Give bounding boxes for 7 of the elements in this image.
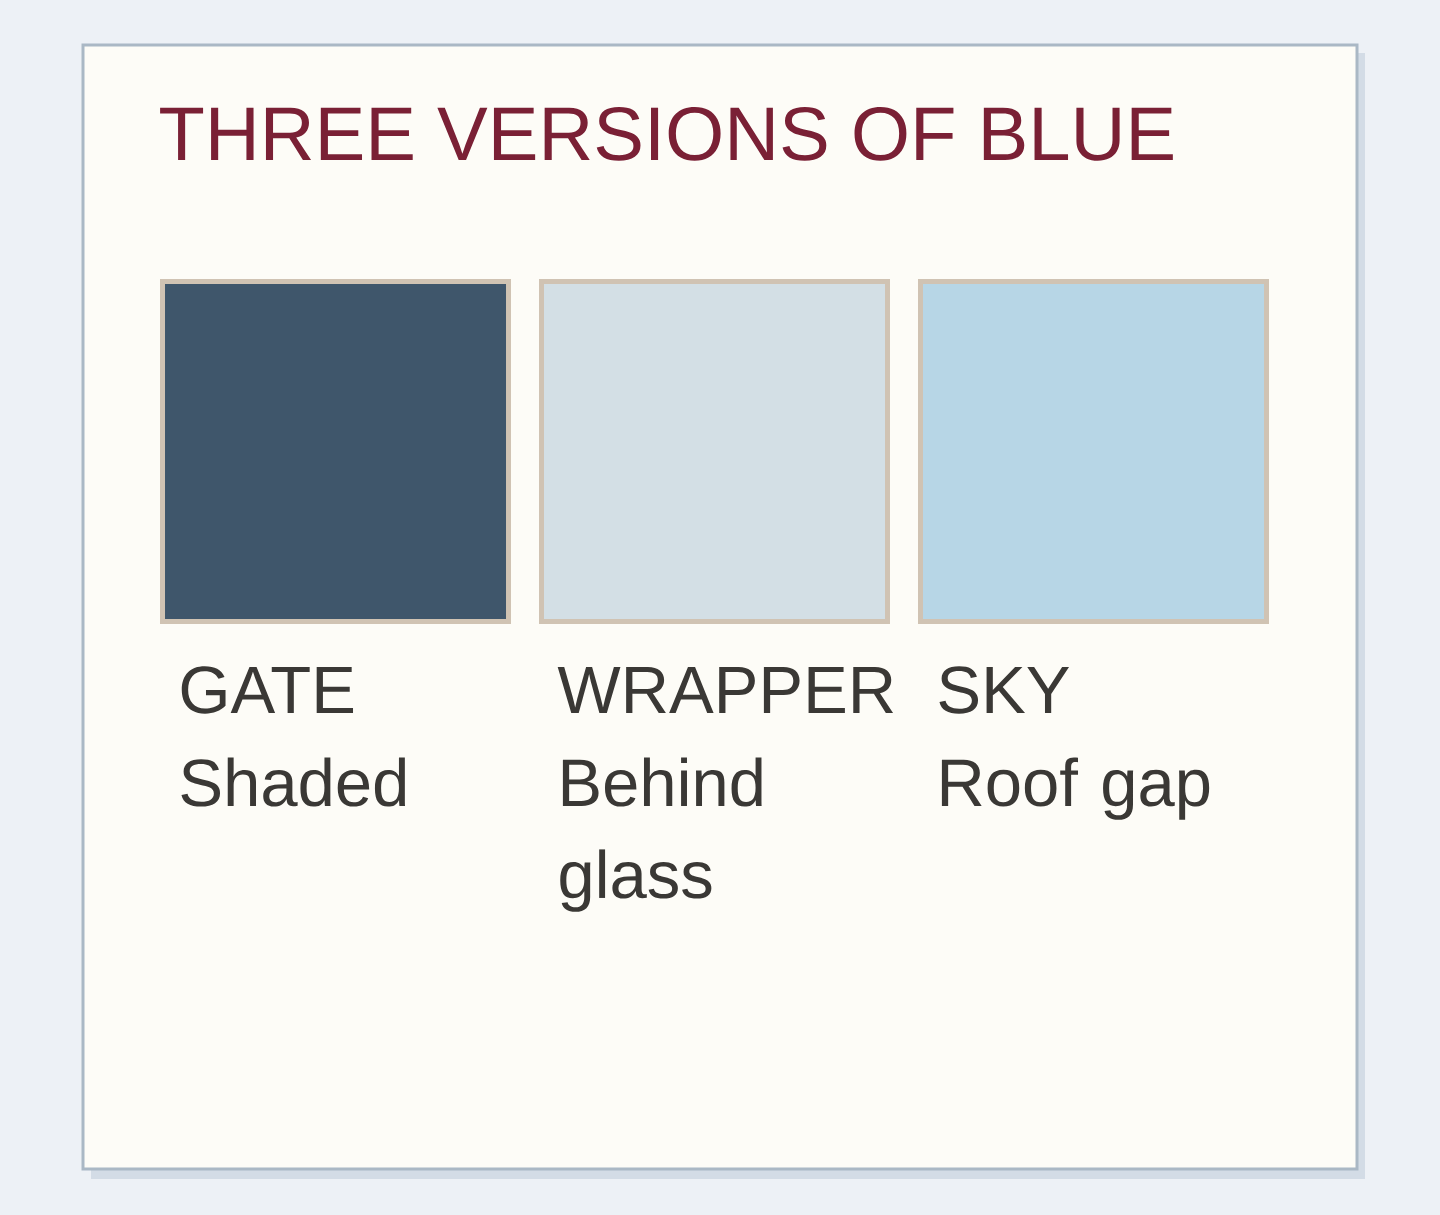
swatch-label: WRAPPER bbox=[557, 666, 894, 713]
swatch-label: SKY bbox=[939, 666, 1069, 714]
swatch-description: Shaded bbox=[181, 757, 406, 807]
title: THREE VERSIONS OF BLUE bbox=[160, 106, 1173, 161]
swatch-description: Roof gap bbox=[941, 757, 1210, 820]
swatch-label: GATE bbox=[181, 666, 353, 714]
swatch-description: Behind glass bbox=[560, 757, 762, 912]
